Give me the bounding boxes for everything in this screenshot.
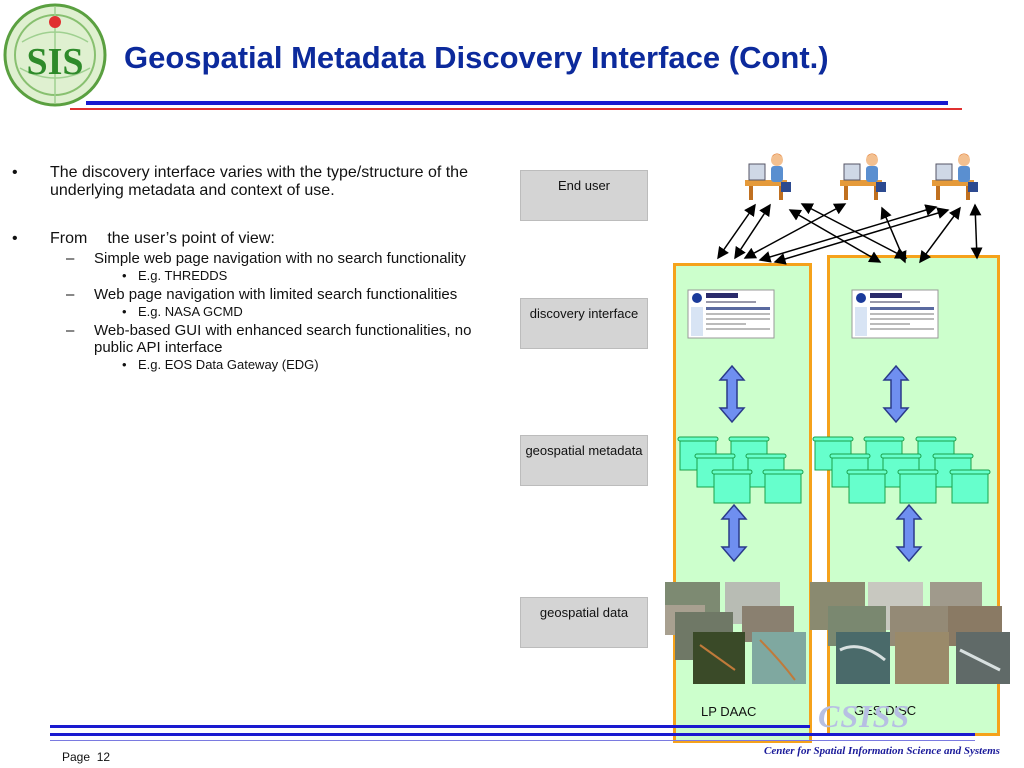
example-edg: E.g. EOS Data Gateway (EDG) xyxy=(10,357,510,373)
end-user-icon-1 xyxy=(744,153,792,201)
sis-logo: SIS xyxy=(2,2,108,108)
lp-daac-metadata-icons xyxy=(677,436,804,504)
sub-bullet-limited-search: Web page navigation with limited search … xyxy=(10,286,510,303)
lp-daac-upper-double-arrow xyxy=(719,365,745,423)
ges-disc-imagery-tiles xyxy=(810,582,1010,684)
user-connection-arrows xyxy=(717,203,983,265)
footer-line-1 xyxy=(50,725,810,728)
logo-text: SIS xyxy=(26,41,83,83)
footer-line-3 xyxy=(50,740,975,741)
layer-discovery-interface: discovery interface xyxy=(520,298,648,349)
ges-disc-upper-double-arrow xyxy=(883,365,909,423)
sub-bullet-enhanced-search: Web-based GUI with enhanced search funct… xyxy=(10,322,510,356)
page-number-value: 12 xyxy=(96,750,111,764)
end-user-icon-2 xyxy=(839,153,887,201)
bullet-list: The discovery interface varies with the … xyxy=(10,164,510,375)
lp-daac-webpage-icon xyxy=(687,289,775,339)
layer-geospatial-data: geospatial data xyxy=(520,597,648,648)
bullet-user-point-of-view: From the user’s point of view: xyxy=(10,230,510,248)
end-user-icon-3 xyxy=(931,153,979,201)
title-underline-red xyxy=(70,108,962,110)
lp-daac-imagery-tiles xyxy=(665,582,806,684)
ges-disc-webpage-icon xyxy=(851,289,939,339)
layer-geospatial-metadata: geospatial metadata xyxy=(520,435,648,486)
csiss-logo: CSISS xyxy=(818,698,911,734)
example-thredds: E.g. THREDDS xyxy=(10,268,510,284)
page-label-text: Page xyxy=(62,750,91,764)
bullet-from-word: From xyxy=(50,230,88,247)
ges-disc-lower-double-arrow xyxy=(896,504,922,562)
slide-title: Geospatial Metadata Discovery Interface … xyxy=(124,40,829,75)
footer-organization: Center for Spatial Information Science a… xyxy=(764,745,1000,757)
footer-line-2 xyxy=(50,733,975,736)
page-number: Page 12 xyxy=(62,750,110,764)
sub-bullet-simple-navigation: Simple web page navigation with no searc… xyxy=(10,250,510,267)
layer-end-user: End user xyxy=(520,170,648,221)
label-ges-disc: GES DISC xyxy=(854,703,917,718)
label-lp-daac: LP DAAC xyxy=(701,704,757,719)
lp-daac-lower-double-arrow xyxy=(721,504,747,562)
bullet-from-rest: the user’s point of view: xyxy=(107,230,275,247)
title-underline-blue xyxy=(86,101,948,105)
ges-disc-metadata-icons xyxy=(812,436,991,504)
bullet-discovery-varies: The discovery interface varies with the … xyxy=(10,164,510,200)
example-nasa-gcmd: E.g. NASA GCMD xyxy=(10,304,510,320)
